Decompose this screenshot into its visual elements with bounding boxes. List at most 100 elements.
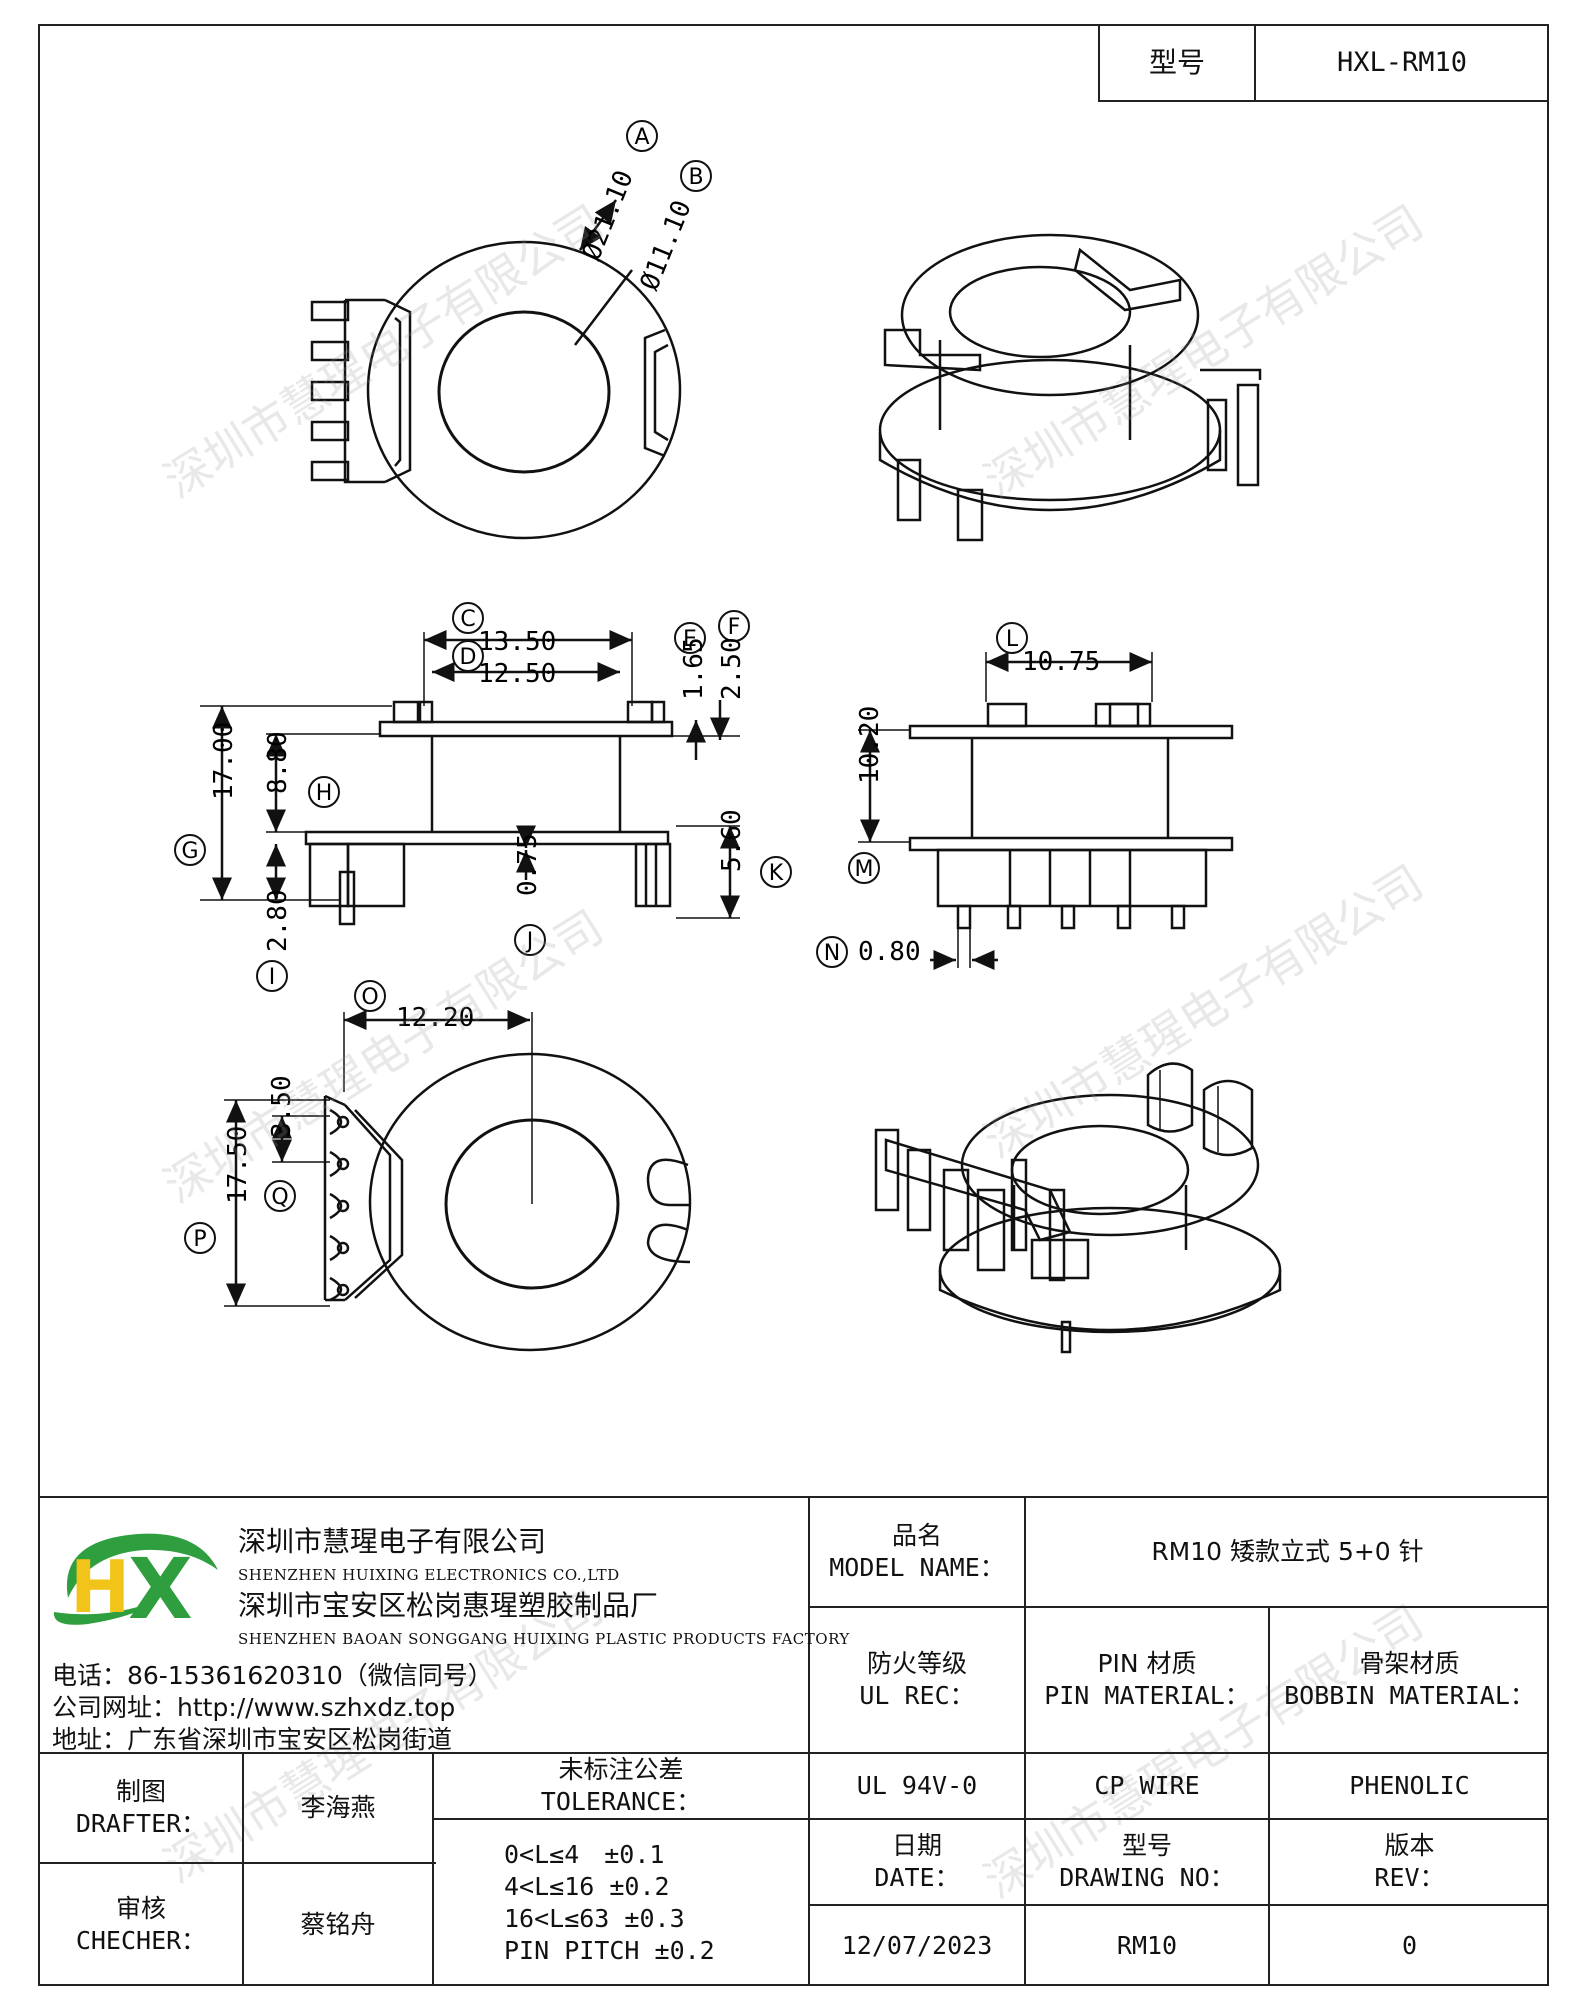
dimension-value: 5.60 bbox=[717, 809, 747, 872]
dimension-marker-circle bbox=[354, 980, 386, 1012]
company-address: 地址：广东省深圳市宝安区松岗街道 bbox=[52, 1725, 453, 1754]
dimension-value: 0.75 bbox=[513, 833, 543, 896]
tolerance-label: 未标注公差 TOLERANCE： bbox=[540, 1755, 702, 1816]
company-phone: 电话：86-15361620310（微信同号） bbox=[52, 1661, 493, 1690]
dimension-b: B Ø11.10 bbox=[635, 160, 712, 295]
iso-view-top bbox=[878, 233, 1262, 542]
title-block-line bbox=[38, 1752, 1549, 1754]
header-divider bbox=[1098, 24, 1100, 102]
dimension-marker-circle bbox=[174, 834, 206, 866]
header-divider bbox=[1254, 24, 1256, 102]
dimension-marker-letter: D bbox=[460, 645, 477, 670]
drafter-label: 制图 DRAFTER： bbox=[75, 1777, 207, 1838]
bobbin-material-value: PHENOLIC bbox=[1349, 1771, 1470, 1800]
dimension-marker-circle bbox=[514, 924, 546, 956]
dimension-value: 17.00 bbox=[209, 722, 239, 800]
dimension-g: G 17.00 bbox=[174, 722, 239, 866]
dimension-value: Ø11.10 bbox=[635, 196, 698, 294]
dimension-value: 10.20 bbox=[855, 706, 885, 784]
top-view bbox=[310, 199, 682, 540]
dimension-marker-letter: Q bbox=[271, 1185, 288, 1210]
top-view-pins bbox=[310, 300, 350, 482]
tolerance-line: PIN PITCH ±0.2 bbox=[504, 1936, 715, 1965]
dimension-marker-letter: C bbox=[460, 607, 475, 632]
dimension-marker-circle bbox=[848, 852, 880, 884]
rev-value: 0 bbox=[1401, 1931, 1418, 1960]
dimension-marker-letter: O bbox=[361, 985, 378, 1010]
date-value: 12/07/2023 bbox=[841, 1931, 993, 1960]
pin-material-value: CP WIRE bbox=[1094, 1771, 1200, 1800]
dimension-marker-circle bbox=[674, 622, 706, 654]
dimension-marker-letter: M bbox=[855, 857, 874, 882]
dimension-marker-circle bbox=[816, 936, 848, 968]
factory-name-cn: 深圳市宝安区松岗惠瑆塑胶制品厂 bbox=[238, 1589, 659, 1622]
bottom-view bbox=[224, 1010, 692, 1352]
dimension-marker-circle bbox=[308, 776, 340, 808]
checker-value: 蔡铭舟 bbox=[300, 1910, 376, 1939]
title-block-divider bbox=[432, 1752, 434, 1986]
title-block-line bbox=[432, 1818, 810, 1820]
rev-label: 版本 REV： bbox=[1374, 1831, 1445, 1892]
dimension-f: F2.50 bbox=[717, 610, 750, 700]
company-name-en: SHENZHEN HUIXING ELECTRONICS CO.,LTD bbox=[238, 1566, 620, 1584]
factory-name-en: SHENZHEN BAOAN SONGGANG HUIXING PLASTIC … bbox=[238, 1630, 850, 1648]
dimension-marker-circle bbox=[184, 1222, 216, 1254]
dimension-l: L10.75 bbox=[996, 622, 1100, 677]
dimension-marker-letter: A bbox=[634, 125, 649, 150]
dimension-c: C13.50 bbox=[452, 602, 556, 657]
logo-letter-x: X bbox=[128, 1540, 193, 1638]
model-name-value: RM10 矮款立式 5+0 针 bbox=[1151, 1537, 1424, 1566]
dimension-marker-circle bbox=[680, 160, 712, 192]
dimension-value: 10.75 bbox=[1022, 647, 1100, 677]
dimension-marker-letter: I bbox=[269, 965, 276, 990]
dimension-marker-circle bbox=[452, 602, 484, 634]
model-name-label: 品名 MODEL NAME： bbox=[829, 1521, 1005, 1582]
title-block-line bbox=[808, 1818, 1549, 1820]
tolerance-line: 4<L≤16 ±0.2 bbox=[504, 1872, 670, 1901]
drafter-value: 李海燕 bbox=[300, 1793, 376, 1822]
dimension-value: 1.65 bbox=[679, 637, 709, 700]
title-block-divider bbox=[1268, 1606, 1270, 1986]
dimension-marker-letter: G bbox=[181, 839, 198, 864]
logo-letter-h: H bbox=[70, 1545, 130, 1629]
dimension-j: J 0.75 bbox=[513, 833, 546, 956]
dimension-value: Ø21.10 bbox=[577, 166, 640, 264]
ul-rec-label: 防火等级 UL REC： bbox=[859, 1649, 975, 1710]
dimension-value: 2.50 bbox=[717, 637, 747, 700]
date-label: 日期 DATE： bbox=[874, 1831, 960, 1892]
dimension-value: 12.20 bbox=[396, 1003, 474, 1033]
title-block-top-line bbox=[38, 1496, 1549, 1498]
checker-label: 审核 CHECHER： bbox=[75, 1894, 207, 1955]
dimension-marker-circle bbox=[760, 856, 792, 888]
dimension-marker-letter: J bbox=[525, 929, 534, 954]
dimension-value: 0.80 bbox=[858, 937, 921, 967]
dimension-marker-letter: P bbox=[193, 1227, 206, 1252]
tolerance-line: 16<L≤63 ±0.3 bbox=[504, 1904, 685, 1933]
ul-rec-value: UL 94V-0 bbox=[856, 1771, 978, 1800]
dimension-marker-circle bbox=[256, 960, 288, 992]
iso-view-bottom bbox=[874, 1062, 1282, 1354]
header-bottom-line bbox=[1098, 100, 1549, 102]
dimension-i: I2.80 bbox=[256, 889, 293, 992]
dimension-marker-circle bbox=[626, 120, 658, 152]
drawing-no-label: 型号 DRAWING NO： bbox=[1059, 1831, 1235, 1892]
dimension-marker-letter: B bbox=[688, 165, 703, 190]
dimension-marker-letter: F bbox=[728, 615, 741, 640]
bobbin-material-label: 骨架材质 BOBBIN MATERIAL： bbox=[1284, 1649, 1535, 1710]
dimension-m: M 10.20 bbox=[848, 706, 885, 884]
drawing-frame bbox=[38, 24, 1549, 1986]
side-view bbox=[858, 652, 1234, 970]
dimension-value: 13.50 bbox=[478, 627, 556, 657]
pin-material-label: PIN 材质 PIN MATERIAL： bbox=[1044, 1649, 1250, 1710]
dimension-d: D12.50 bbox=[452, 640, 556, 689]
dimension-p: P17.50 bbox=[184, 1126, 253, 1254]
tolerance-line: 0<L≤4 ±0.1 bbox=[504, 1840, 665, 1869]
dimension-marker-letter: L bbox=[1006, 627, 1019, 652]
dimension-marker-letter: E bbox=[683, 627, 697, 652]
title-block-divider bbox=[1024, 1496, 1026, 1986]
dimension-o: O 12.20 bbox=[354, 980, 474, 1033]
dimension-h: H8.80 bbox=[263, 731, 340, 808]
title-block-line bbox=[808, 1904, 1549, 1906]
